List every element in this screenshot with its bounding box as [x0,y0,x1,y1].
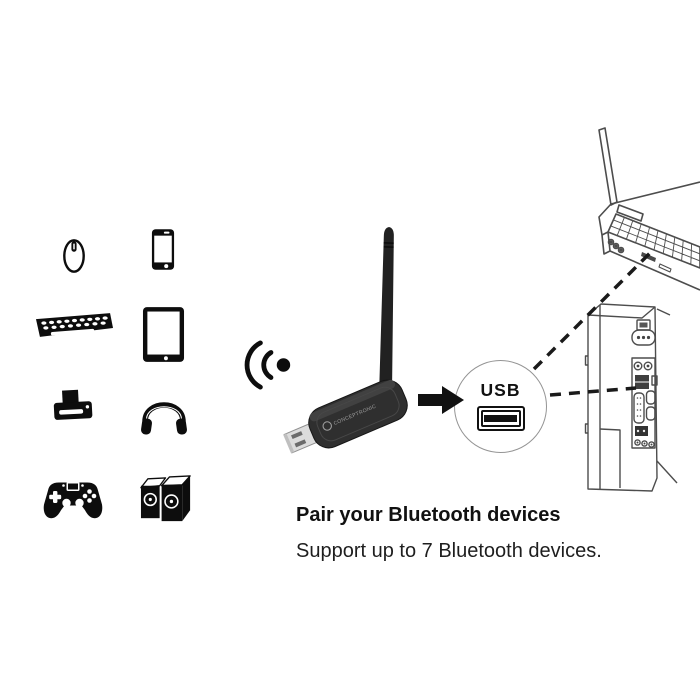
caption-title: Pair your Bluetooth devices [296,504,561,526]
caption-subtitle: Support up to 7 Bluetooth devices. [296,540,602,562]
adapter-body: CONCEPTRONIC [283,379,408,454]
adapter-logo-icon [322,421,332,431]
desktop-tower-drawing [584,303,678,492]
game-controller-icon [43,482,103,519]
usb-port-icon [476,405,525,431]
keyboard-icon [35,313,114,337]
wireless-signal-icon [244,340,291,390]
usb-port-callout: USB [454,360,547,453]
printer-icon [53,389,93,420]
smartphone-icon [151,229,175,270]
bluetooth-usb-adapter: CONCEPTRONIC [283,227,408,454]
speakers-icon [140,475,191,522]
tablet-icon [142,307,185,362]
usb-label: USB [480,380,521,401]
usb-connector [283,422,319,454]
mouse-icon [63,239,85,273]
headphones-icon [141,402,187,435]
arrow-right-icon [418,386,464,414]
laptop-drawing [598,127,700,291]
